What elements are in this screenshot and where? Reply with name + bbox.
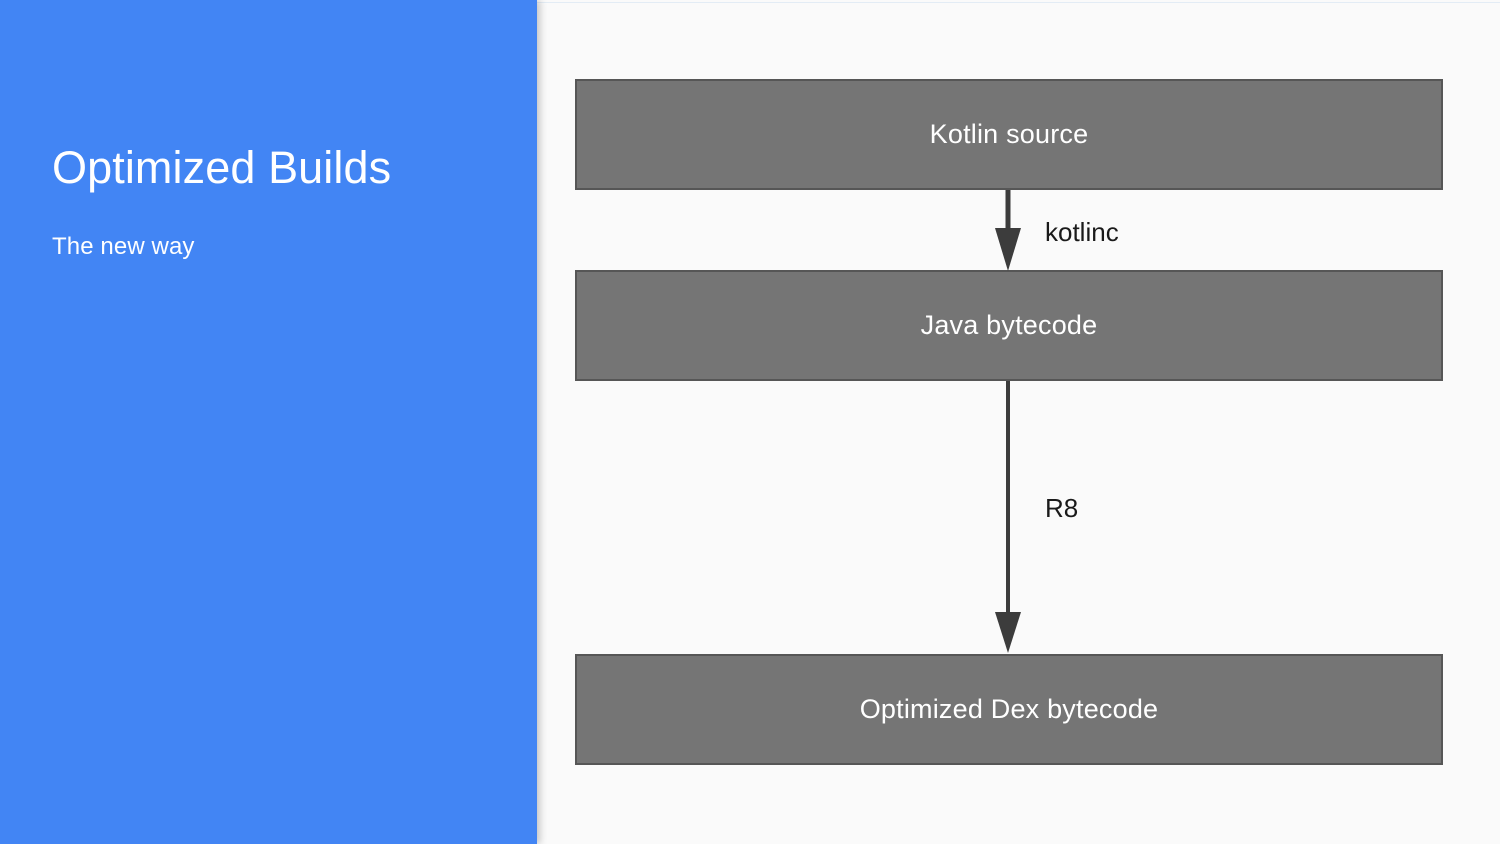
slide-subtitle: The new way xyxy=(52,233,195,260)
flow-box-java-bytecode[interactable]: Java bytecode xyxy=(575,270,1443,381)
flow-box-optimized-dex[interactable]: Optimized Dex bytecode xyxy=(575,654,1443,765)
flow-box-label: Java bytecode xyxy=(920,310,1098,340)
flow-box-kotlin-source[interactable]: Kotlin source xyxy=(575,79,1443,190)
arrow-label-kotlinc: kotlinc xyxy=(1045,217,1119,247)
flow-box-label: Optimized Dex bytecode xyxy=(859,694,1159,724)
arrow-kotlinc xyxy=(995,190,1021,271)
slide-title: Optimized Builds xyxy=(52,142,392,193)
title-panel: Optimized Builds The new way xyxy=(0,0,537,844)
arrow-label-r8: R8 xyxy=(1045,493,1079,523)
flow-box-label: Kotlin source xyxy=(929,119,1089,149)
arrow-r8 xyxy=(995,381,1021,653)
canvas-top-divider xyxy=(537,2,1500,3)
